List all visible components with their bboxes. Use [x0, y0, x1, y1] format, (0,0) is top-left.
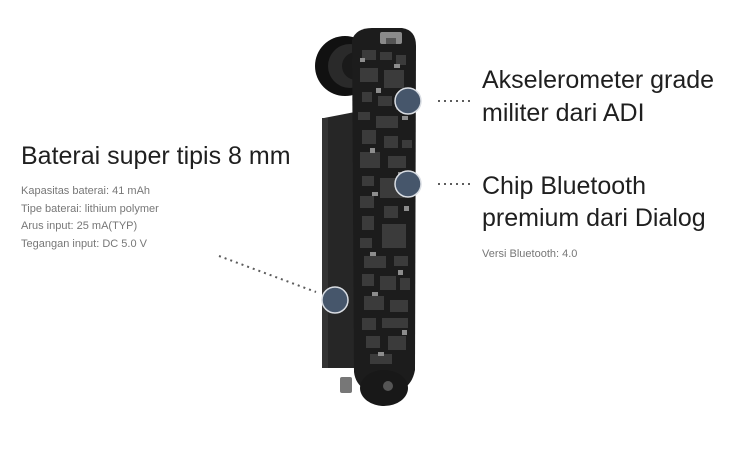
battery-input-voltage: Tegangan input: DC 5.0 V — [21, 238, 147, 250]
pcb-components — [358, 50, 412, 364]
battery-title: Baterai super tipis 8 mm — [21, 142, 291, 170]
battery-capacity: Kapasitas baterai: 41 mAh — [21, 185, 151, 197]
battery-input-current: Arus input: 25 mA(TYP) — [21, 220, 138, 232]
bluetooth-title-line1: Chip Bluetooth — [482, 172, 647, 200]
accelerometer-title-line2: militer dari ADI — [482, 99, 645, 127]
accelerometer-hotspot[interactable] — [394, 87, 474, 115]
bluetooth-hotspot[interactable] — [394, 170, 474, 198]
bluetooth-version: Versi Bluetooth: 4.0 — [482, 248, 578, 260]
accelerometer-title-line1: Akselerometer grade — [482, 66, 715, 94]
battery-hotspot[interactable] — [218, 255, 349, 314]
battery-type: Tipe baterai: lithium polymer — [21, 203, 159, 215]
bluetooth-title-line2: premium dari Dialog — [482, 204, 706, 232]
